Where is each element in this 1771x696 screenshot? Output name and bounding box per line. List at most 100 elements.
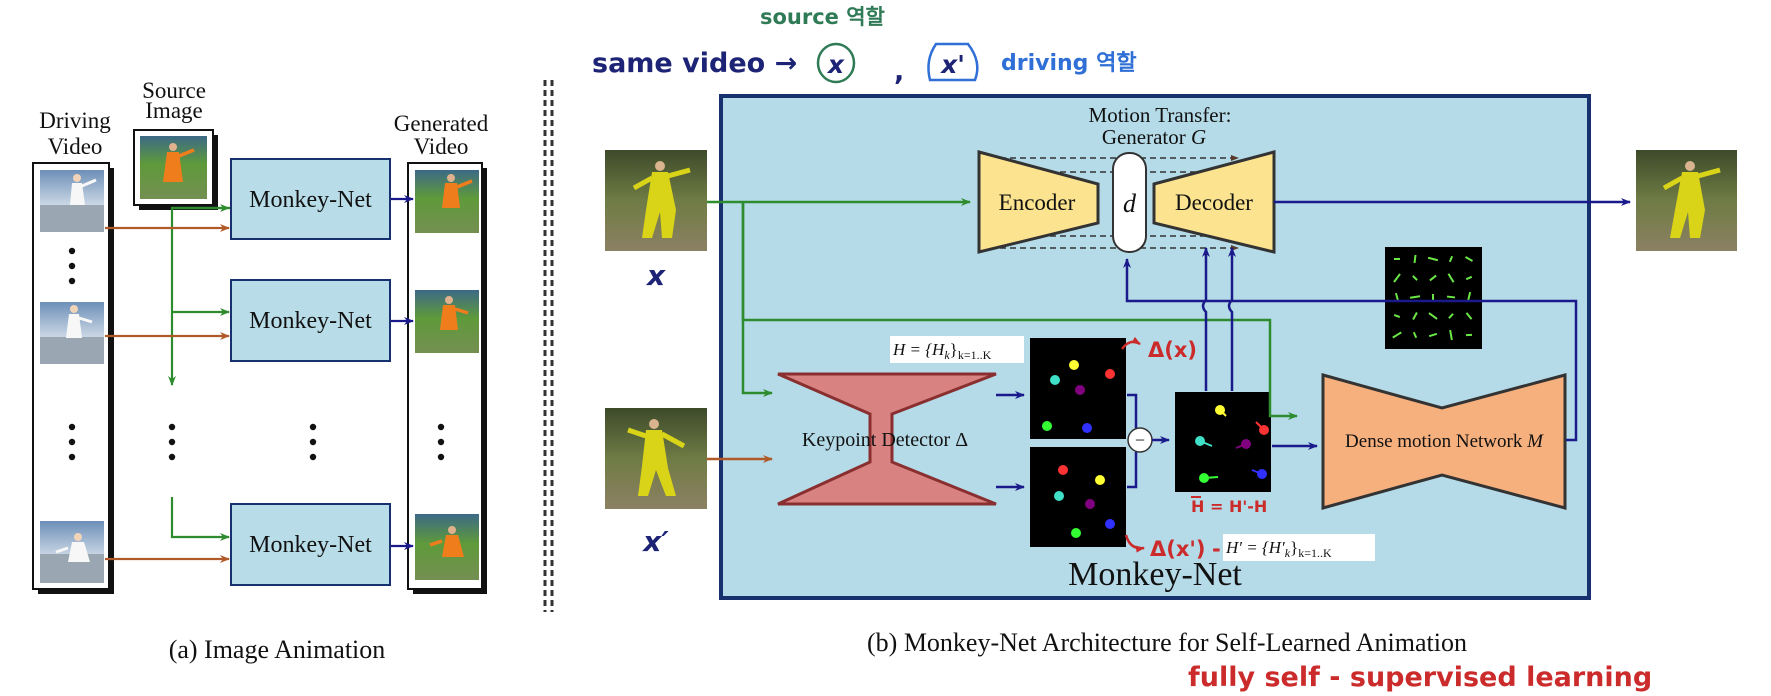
driving-frame-arrows (105, 224, 230, 563)
flow-vector (1412, 275, 1418, 281)
annotation-x-prime-circled: x' (939, 50, 965, 79)
generator-word: Generator (1102, 125, 1186, 149)
annotation-delta-x-prime-arrow (1124, 534, 1145, 553)
flow-vector (1428, 312, 1438, 320)
heatmaps-prime-formula: H′ = {H′k}k=1..K (1225, 538, 1332, 560)
driving-video-strip (32, 162, 110, 590)
flow-vector (1448, 313, 1454, 319)
source-image-label-line2: Image (145, 98, 202, 123)
flow-vector (1393, 313, 1401, 319)
panel-b-caption: (b) Monkey-Net Architecture for Self-Lea… (867, 628, 1467, 657)
annotation-delta-x-prime: Δ(x') (1150, 537, 1205, 561)
generator-symbol: G (1191, 125, 1206, 149)
heatmaps-difference (1175, 392, 1271, 492)
heatmaps-prime-formula-bg (1223, 534, 1375, 561)
motion-transfer-title: Motion Transfer: (1089, 103, 1232, 127)
monkey-net-box-3 (230, 503, 391, 586)
navy-arrows (996, 198, 1631, 491)
generated-frame-2 (415, 290, 479, 353)
flow-vector (1447, 273, 1455, 283)
flow-vector (1465, 275, 1473, 281)
driving-frame-3 (40, 521, 104, 583)
generated-video-ellipsis (437, 423, 445, 461)
optical-flow-field (1385, 247, 1482, 349)
generated-frame-arrows (391, 195, 414, 550)
heatmaps-formula: H = {Hk}k=1..K (892, 340, 992, 362)
decoder-label: Decoder (1175, 190, 1253, 215)
dense-motion-label: Dense motion Network M (1345, 431, 1544, 452)
flow-vector (1413, 254, 1417, 264)
dense-motion-network-block (1321, 373, 1567, 510)
driving-frame-1 (40, 170, 104, 232)
source-image-photo (140, 136, 207, 199)
annotation-dash: - (1212, 537, 1221, 561)
input-frame-x (605, 150, 707, 251)
dense-motion-word: Dense motion Network (1345, 431, 1523, 452)
generator-label: Generator G (1102, 125, 1206, 149)
flow-vector (1429, 274, 1437, 282)
annotation-delta-x: Δ(x) (1148, 338, 1197, 362)
subtraction-symbol: − (1135, 430, 1145, 450)
annotation-delta-x-arrow (1120, 336, 1141, 350)
flow-vector (1428, 332, 1438, 338)
encoder-block (977, 150, 1100, 254)
source-image-arrows (168, 204, 230, 541)
monkey-net-box-2-label: Monkey-Net (249, 308, 372, 334)
flow-vector (1449, 329, 1453, 341)
monkey-net-box-1 (230, 158, 391, 240)
driving-video-label-line2: Video (48, 134, 103, 159)
heatmaps-formula-bg (890, 336, 1024, 363)
keypoint-detector-label: Keypoint Detector Δ (802, 429, 968, 451)
monkey-net-ellipsis (168, 423, 317, 461)
source-image-label-line1: Source (142, 78, 206, 103)
module-title: Monkey-Net (1068, 556, 1242, 593)
generated-video-label-line1: Generated (394, 111, 489, 136)
flow-vector (1427, 256, 1439, 262)
generated-frame-3 (415, 514, 479, 580)
flow-vector (1412, 331, 1418, 339)
handwritten-annotations: source 역할 same video → x , x' driving 역할… (592, 5, 1652, 693)
driving-video-ellipsis (68, 247, 76, 461)
output-generated-frame (1636, 150, 1737, 251)
flow-vector (1448, 255, 1454, 263)
bottleneck-d (1112, 152, 1147, 253)
bottleneck-label: d (1123, 189, 1137, 218)
encoder-label: Encoder (999, 190, 1076, 215)
generated-frame-1 (415, 170, 479, 233)
panel-b-architecture: Motion Transfer: Generator G Encoder d D… (605, 94, 1737, 657)
driving-video-label-line1: Driving (39, 108, 111, 133)
annotation-driving-role: driving 역할 (1001, 51, 1137, 76)
source-x-arrows (707, 198, 1298, 420)
panel-separator (543, 80, 554, 612)
annotation-fully-self-supervised: fully self - supervised learning (1188, 662, 1652, 693)
panel-a-image-animation: Driving Video Source Image Generated Vid… (32, 78, 489, 664)
keypoint-detector-block (777, 372, 997, 506)
heatmaps-h-prime (1030, 447, 1126, 547)
annotation-same-video: same video → (592, 48, 797, 79)
annotation-source-role: source 역할 (760, 5, 885, 29)
driving-frame-2 (40, 302, 104, 364)
flow-vector (1393, 273, 1401, 283)
annotation-h-difference: H = H'-H (1191, 497, 1267, 516)
annotation-comma: , (894, 56, 904, 87)
panel-a-caption: (a) Image Animation (169, 635, 386, 664)
label-x: x (645, 259, 666, 292)
annotation-x-circle (816, 42, 856, 84)
flow-vector (1465, 256, 1473, 262)
flow-vector (1409, 295, 1421, 299)
flow-vector (1392, 331, 1402, 339)
monkey-net-box-3-label: Monkey-Net (249, 532, 372, 558)
label-x-prime: x′ (641, 525, 669, 558)
flow-vector (1394, 292, 1400, 302)
flow-vectors (1392, 254, 1473, 341)
flow-vector (1412, 312, 1418, 320)
decoder-block (1152, 150, 1276, 254)
monkey-net-box-2 (230, 279, 391, 362)
dense-motion-symbol: M (1526, 431, 1544, 452)
flow-vector (1465, 312, 1473, 320)
input-frame-x-prime (605, 408, 707, 509)
generated-video-label-line2: Video (414, 134, 469, 159)
flow-vector (1446, 295, 1456, 299)
monkey-net-box-1-label: Monkey-Net (249, 187, 372, 213)
